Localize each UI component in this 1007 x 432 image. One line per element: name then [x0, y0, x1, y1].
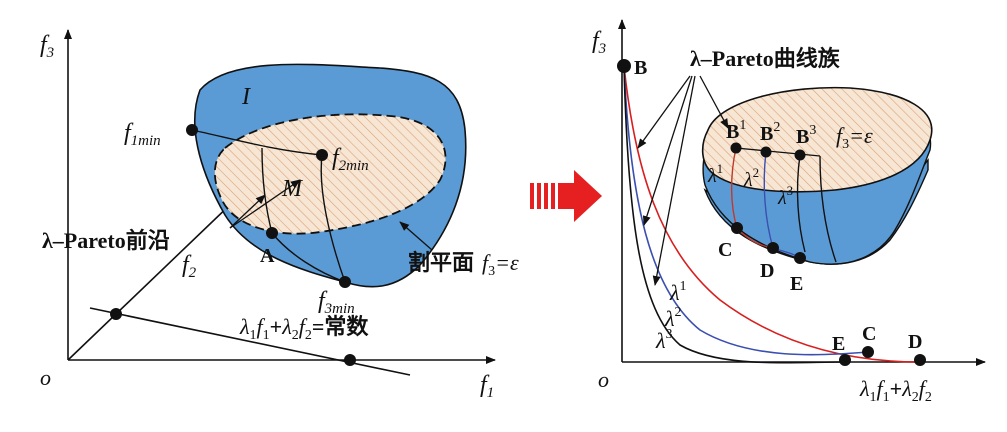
- point-B2: [760, 146, 772, 158]
- end-point-D: [914, 354, 926, 366]
- end-point-C: [862, 346, 874, 358]
- inset-lambda3-label: λ3: [777, 183, 793, 209]
- f1min-label: f1min: [124, 120, 161, 149]
- left-origin: o: [40, 365, 51, 390]
- point-D-label: D: [760, 260, 774, 282]
- family-arrow-2: [642, 75, 693, 226]
- f2min-label: f2min: [332, 145, 369, 174]
- family-arrow-1: [637, 75, 691, 149]
- f3min-label: f3min: [318, 288, 355, 317]
- curve-vertical-2: [320, 154, 346, 283]
- point-B-label: B: [634, 57, 647, 79]
- curve-lambda1: [623, 65, 921, 363]
- point-B3-label: B3: [796, 123, 816, 148]
- inset-cut-plane: [701, 86, 933, 193]
- end-D-label: D: [908, 331, 922, 353]
- point-B2-label: B2: [760, 120, 780, 145]
- point-f1-intercept: [344, 354, 356, 366]
- point-f2-intercept: [110, 308, 122, 320]
- point-D: [767, 242, 779, 254]
- curve-lambda3: [623, 65, 846, 364]
- inset-curve-lambda1: [730, 147, 738, 229]
- point-C-label: C: [718, 239, 732, 261]
- curve-family-label: λ–Pareto曲线族: [690, 46, 841, 71]
- curve-vertical-1: [261, 147, 273, 234]
- inset-curve-lambda3: [796, 154, 806, 253]
- region-I-label: I: [241, 84, 251, 110]
- linear-equation-label: λ1f1+λ2f2=常数: [239, 314, 369, 343]
- left-panel: f3 f1 f2 o I M f1min f2min f3min A λ–Par…: [40, 29, 519, 401]
- inset-curve-lambda2: [763, 151, 774, 249]
- point-B: [617, 59, 631, 73]
- end-point-E: [839, 354, 851, 366]
- pareto-front-arrow-2: [229, 194, 266, 229]
- left-f2-label: f2: [182, 252, 197, 281]
- curve-lambda2-label: λ2: [664, 305, 682, 331]
- left-f1-label: f1: [480, 372, 494, 401]
- point-E-label: E: [790, 273, 803, 295]
- cut-plane-arrow: [399, 221, 433, 251]
- curve-lambda3-label: λ3: [655, 327, 673, 353]
- curve-f1min-f2min: [191, 129, 323, 156]
- cut-region-M: [213, 113, 447, 235]
- right-origin: o: [598, 367, 609, 392]
- point-B1: [730, 142, 742, 154]
- right-f3-label: f3: [592, 28, 606, 57]
- inset-lambda2-label: λ2: [743, 165, 759, 191]
- point-B1-label: B1: [726, 118, 746, 143]
- point-B3: [794, 149, 806, 161]
- right-panel: f3 o λ1f1+λ2f2 λ–Pareto曲线族 B B1 B2 B3 f3…: [592, 19, 986, 405]
- family-arrow-4: [699, 75, 729, 129]
- curve-lambda2: [623, 65, 869, 356]
- region-M-label: M: [281, 176, 304, 202]
- point-C: [731, 222, 743, 234]
- point-A: [266, 227, 278, 239]
- point-f2min: [316, 149, 328, 161]
- plane-eq-label: f3=ε: [836, 123, 873, 152]
- inset-top-line: [735, 147, 821, 157]
- inset-curve-extra: [819, 155, 837, 263]
- point-A-label: A: [260, 245, 275, 267]
- left-f2-axis: [67, 199, 236, 361]
- pareto-front-label: λ–Pareto前沿: [42, 228, 170, 253]
- transition-arrow: [530, 170, 602, 222]
- left-f3-label: f3: [40, 32, 54, 61]
- curve-lambda1-label: λ1: [669, 279, 687, 305]
- right-x-label: λ1f1+λ2f2: [859, 376, 932, 405]
- linear-constant-line: [89, 307, 411, 376]
- curve-A-f3min: [271, 232, 346, 283]
- inset-lambda1-label: λ1: [707, 161, 723, 187]
- point-E: [794, 252, 806, 264]
- point-f1min: [186, 124, 198, 136]
- point-f3min: [339, 276, 351, 288]
- end-E-label: E: [832, 333, 845, 355]
- family-arrow-3: [652, 75, 696, 286]
- end-C-label: C: [862, 323, 876, 345]
